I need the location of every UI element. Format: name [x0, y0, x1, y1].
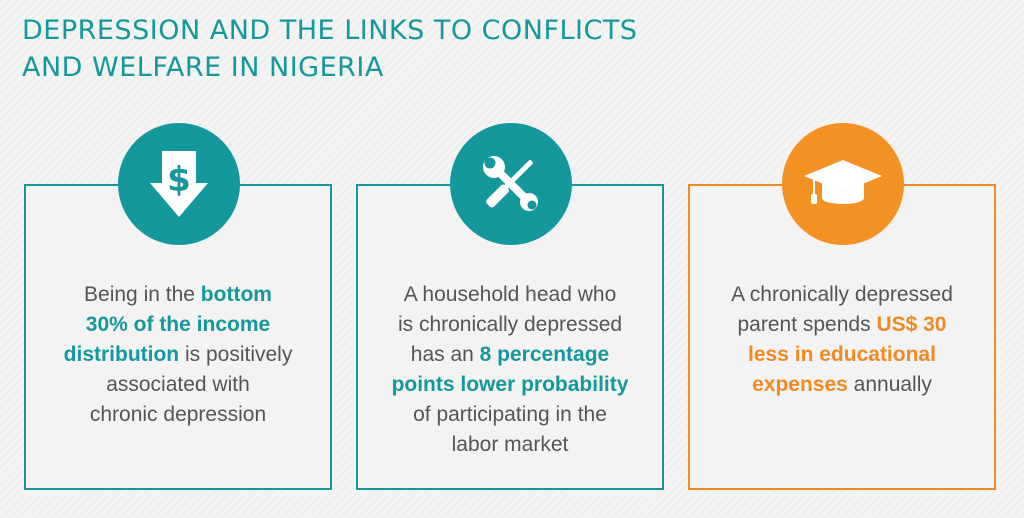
- dollar-down-arrow-icon: $: [118, 123, 240, 245]
- title-line-2: AND WELFARE IN NIGERIA: [22, 52, 384, 83]
- card-education: A chronically depressed parent spends US…: [688, 184, 996, 490]
- page-title: DEPRESSION AND THE LINKS TO CONFLICTS AN…: [22, 12, 637, 86]
- card-text: Being in the bottom 30% of the income di…: [63, 283, 293, 426]
- card-text: A chronically depressed parent spends US…: [731, 283, 953, 396]
- card-labor: A household head who is chronically depr…: [356, 184, 664, 490]
- graduation-cap-icon: [782, 123, 904, 245]
- svg-text:$: $: [167, 160, 191, 200]
- wrench-screwdriver-icon: [450, 123, 572, 245]
- title-line-1: DEPRESSION AND THE LINKS TO CONFLICTS: [22, 15, 638, 46]
- card-text: A household head who is chronically depr…: [391, 283, 629, 456]
